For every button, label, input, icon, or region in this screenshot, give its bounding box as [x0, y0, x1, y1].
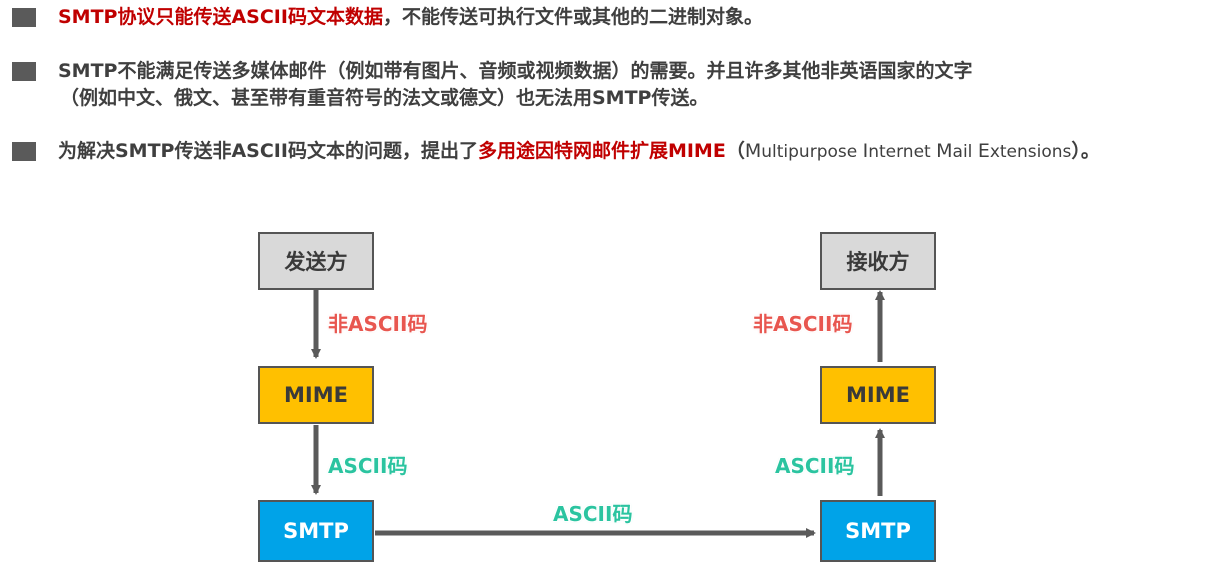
label-non-ascii-left: 非ASCII码 — [328, 312, 428, 336]
label-non-ascii-right: 非ASCII码 — [753, 312, 853, 336]
bullet-3-paren-close: ）。 — [1071, 140, 1100, 162]
mime-right-node: MIME — [820, 366, 936, 424]
mime-left-node: MIME — [258, 366, 374, 424]
bullet-3-pre: 为解决SMTP传送非ASCII码文本的问题，提出了 — [58, 140, 478, 162]
bullet-square-icon — [12, 142, 36, 161]
receiver-node: 接收方 — [820, 232, 936, 290]
bullet-3: 为解决SMTP传送非ASCII码文本的问题，提出了多用途因特网邮件扩展MIME（… — [12, 138, 1100, 166]
bullet-3-highlight: 多用途因特网邮件扩展MIME — [477, 140, 726, 162]
label-ascii-right: ASCII码 — [775, 454, 855, 478]
bullet-1-rest: ，不能传送可执行文件或其他的二进制对象。 — [382, 6, 763, 28]
bullet-square-icon — [12, 8, 36, 27]
bullet-1-text: SMTP协议只能传送ASCII码文本数据，不能传送可执行文件或其他的二进制对象。 — [58, 4, 763, 31]
mime-expansion: Multipurpose Internet Mail Extensions — [744, 140, 1072, 162]
bullet-square-icon — [12, 62, 36, 81]
label-ascii-middle: ASCII码 — [553, 502, 633, 526]
bullet-3-paren-open: （ — [725, 140, 745, 162]
sender-node: 发送方 — [258, 232, 374, 290]
smtp-left-node: SMTP — [258, 500, 374, 562]
smtp-right-node: SMTP — [820, 500, 936, 562]
bullet-2-line-2: （例如中文、俄文、甚至带有重音符号的法文或德文）也无法用SMTP传送。 — [60, 87, 709, 109]
label-ascii-left: ASCII码 — [328, 454, 408, 478]
bullet-2-line-1: SMTP不能满足传送多媒体邮件（例如带有图片、音频或视频数据）的需要。并且许多其… — [58, 60, 973, 82]
bullet-2: SMTP不能满足传送多媒体邮件（例如带有图片、音频或视频数据）的需要。并且许多其… — [12, 58, 972, 112]
bullet-1: SMTP协议只能传送ASCII码文本数据，不能传送可执行文件或其他的二进制对象。 — [12, 4, 763, 31]
bullet-3-text: 为解决SMTP传送非ASCII码文本的问题，提出了多用途因特网邮件扩展MIME（… — [58, 138, 1100, 166]
bullet-2-text: SMTP不能满足传送多媒体邮件（例如带有图片、音频或视频数据）的需要。并且许多其… — [58, 58, 972, 112]
bullet-1-highlight: SMTP协议只能传送ASCII码文本数据 — [58, 6, 383, 28]
